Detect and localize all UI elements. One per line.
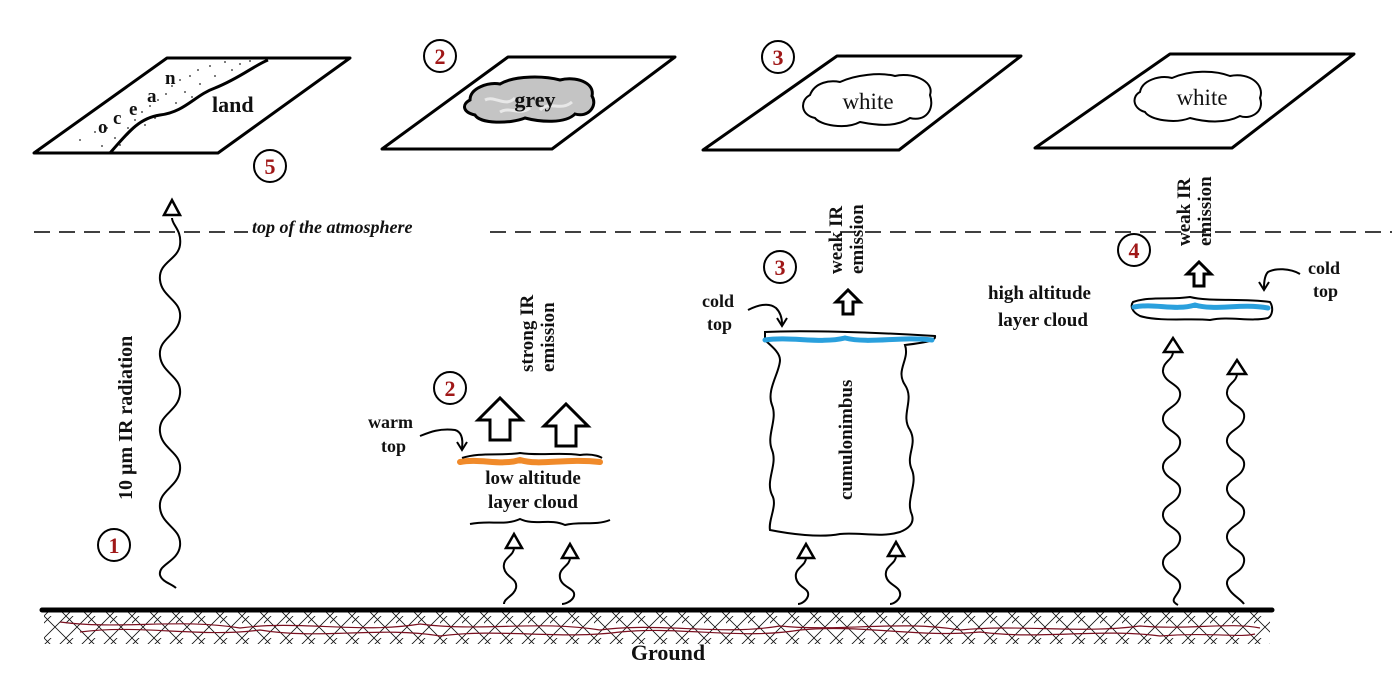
white-label: white	[1176, 85, 1227, 110]
land-label: land	[212, 92, 254, 117]
strong-emission-arrow-icon	[540, 401, 592, 448]
cumulonimbus-label: cumulonimbus	[836, 380, 857, 500]
satellite-panel-cumulonimbus: 3 white	[701, 40, 1023, 152]
weak-emission-arrow-icon	[1183, 259, 1215, 288]
upwelling-wave	[502, 547, 518, 605]
upwelling-arrowhead-icon	[559, 541, 581, 560]
upwelling-wave	[1225, 373, 1246, 605]
cloud-label-line1: high altitude	[988, 283, 1091, 304]
number-badge-5: 5	[253, 149, 287, 183]
radiation-label: 10 µm IR radiation	[115, 336, 137, 500]
cold-top-label-line2: top	[707, 314, 732, 334]
ocean-letter-c: c	[113, 108, 121, 129]
scene-cumulonimbus: weak IR emission 3 cold top cumulonimbus	[702, 204, 937, 605]
upwelling-arrowhead-icon	[503, 531, 525, 550]
ground-label: Ground	[631, 640, 705, 665]
ocean-letter-n: n	[165, 68, 176, 89]
upwelling-arrowhead-icon	[1225, 357, 1249, 376]
cloud-label-line2: layer cloud	[998, 310, 1088, 331]
emission-label-line1: weak IR	[826, 206, 847, 274]
cloud-label-line2: layer cloud	[488, 492, 578, 513]
cloud-label-line1: low altitude	[485, 468, 581, 489]
upwelling-arrowhead-icon	[885, 539, 907, 558]
svg-text:1: 1	[109, 533, 120, 558]
panel-frame	[1033, 52, 1356, 150]
grey-label: grey	[514, 87, 555, 112]
emission-label-line2: emission	[847, 204, 868, 274]
number-badge-2: 2	[423, 39, 457, 73]
cold-top-label-line2: top	[1313, 281, 1338, 301]
emission-label-line1: weak IR	[1174, 178, 1195, 246]
satellite-panel-surface: o c e a n land 5	[32, 56, 352, 183]
white-label: white	[842, 89, 893, 114]
ground-hatching-red	[59, 621, 1261, 631]
ir-radiation-wave	[158, 217, 182, 589]
ocean-letter-e: e	[129, 99, 137, 120]
upwelling-arrowhead-icon	[1161, 335, 1185, 354]
ocean-letter-a: a	[147, 86, 157, 107]
svg-text:4: 4	[1129, 238, 1140, 263]
upwelling-wave	[794, 557, 810, 605]
scene-low-cloud: strong IR emission 2 warm top low altitu…	[368, 294, 611, 605]
cold-top-label-line1: cold	[702, 291, 734, 311]
svg-text:3: 3	[773, 45, 784, 70]
ground: Ground	[39, 607, 1275, 665]
white-cloud-blob	[1133, 70, 1262, 123]
ocean-stipple	[79, 60, 251, 147]
svg-text:2: 2	[445, 376, 456, 401]
panel-frame	[701, 54, 1023, 152]
warm-top-band	[457, 456, 603, 466]
radiation-arrowhead-icon	[161, 197, 183, 217]
strong-emission-arrow-icon	[474, 395, 526, 442]
svg-text:5: 5	[265, 154, 276, 179]
number-badge-3-top: 3	[761, 40, 795, 74]
warm-top-label-line1: warm	[368, 412, 413, 432]
number-badge-2-scene: 2	[433, 371, 467, 405]
svg-text:2: 2	[435, 44, 446, 69]
satellite-panel-high-cloud: white	[1033, 52, 1356, 150]
emission-label-line2: emission	[1195, 176, 1216, 246]
ocean-letter-o: o	[98, 117, 108, 138]
number-badge-1: 1	[97, 528, 131, 562]
satellite-panel-low-cloud: 2 grey	[380, 39, 677, 151]
cloud-top-outline	[461, 451, 603, 459]
white-cloud-blob	[802, 73, 933, 128]
upwelling-wave	[1161, 351, 1182, 606]
svg-text:3: 3	[775, 255, 786, 280]
upwelling-arrowhead-icon	[795, 541, 817, 560]
pointer-arrow	[419, 428, 464, 449]
coastline	[108, 58, 269, 154]
top-of-atmosphere-line: top of the atmosphere	[34, 217, 1392, 237]
upwelling-wave	[884, 555, 902, 605]
emission-label-line1: strong IR	[517, 294, 538, 372]
panel-frame	[380, 55, 677, 151]
emission-label-line2: emission	[538, 302, 559, 372]
number-badge-4: 4	[1117, 233, 1151, 267]
grey-cloud-blob	[463, 75, 596, 124]
cold-top-band	[1131, 302, 1271, 311]
scene-high-cloud: weak IR emission 4 cold top high altitud…	[988, 176, 1340, 606]
weak-emission-arrow-icon	[832, 287, 864, 316]
cloud-base-outline	[469, 517, 611, 527]
cold-top-label-line1: cold	[1308, 258, 1340, 278]
upwelling-wave	[558, 557, 576, 605]
panel-frame	[32, 56, 352, 155]
top-of-atmosphere-label: top of the atmosphere	[252, 217, 413, 237]
cold-top-band	[762, 335, 935, 343]
cumulonimbus-cloud	[764, 330, 937, 537]
scene-surface: 10 µm IR radiation 1	[97, 197, 183, 589]
warm-top-label-line2: top	[381, 436, 406, 456]
number-badge-3-scene: 3	[763, 250, 797, 284]
